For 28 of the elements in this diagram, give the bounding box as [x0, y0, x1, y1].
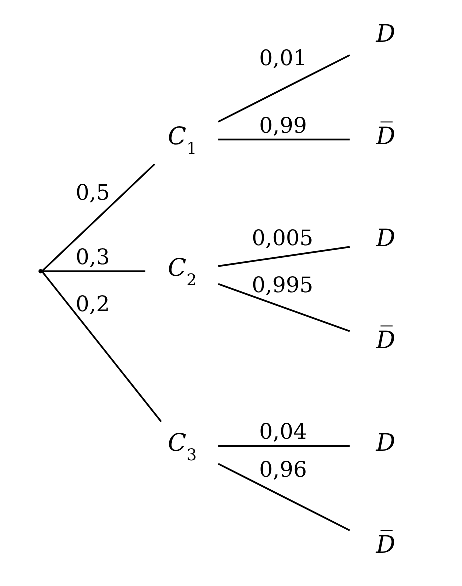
edge-label: 0,995	[252, 274, 314, 299]
node-point	[38, 269, 43, 274]
edge-label: 0,96	[259, 458, 308, 483]
edge-label: 0,5	[76, 180, 110, 206]
edge-label: 0,005	[252, 226, 314, 252]
node-text: D̅	[376, 122, 396, 150]
node-text: D	[376, 224, 396, 252]
edge-label: 0,3	[76, 246, 110, 271]
connector	[218, 138, 350, 141]
node-text: D	[376, 20, 396, 48]
node-text: D̅	[376, 530, 396, 559]
node-text: C$_{3}$	[168, 428, 198, 464]
edge-label: 0,04	[259, 420, 308, 446]
edge-label: 0,01	[259, 46, 308, 72]
node-text: C$_{1}$	[168, 122, 198, 158]
edge-label: 0,2	[76, 292, 110, 318]
connector	[218, 246, 350, 268]
connector	[218, 463, 350, 532]
connector	[42, 270, 146, 272]
node-text: C$_{2}$	[168, 254, 198, 290]
node-text: D̅	[376, 326, 396, 355]
connector	[218, 54, 350, 123]
connector	[218, 283, 350, 332]
edge-label: 0,99	[259, 114, 308, 139]
connector	[218, 445, 350, 448]
connector	[42, 164, 156, 272]
node-text: D	[376, 428, 396, 457]
connector	[42, 271, 162, 422]
